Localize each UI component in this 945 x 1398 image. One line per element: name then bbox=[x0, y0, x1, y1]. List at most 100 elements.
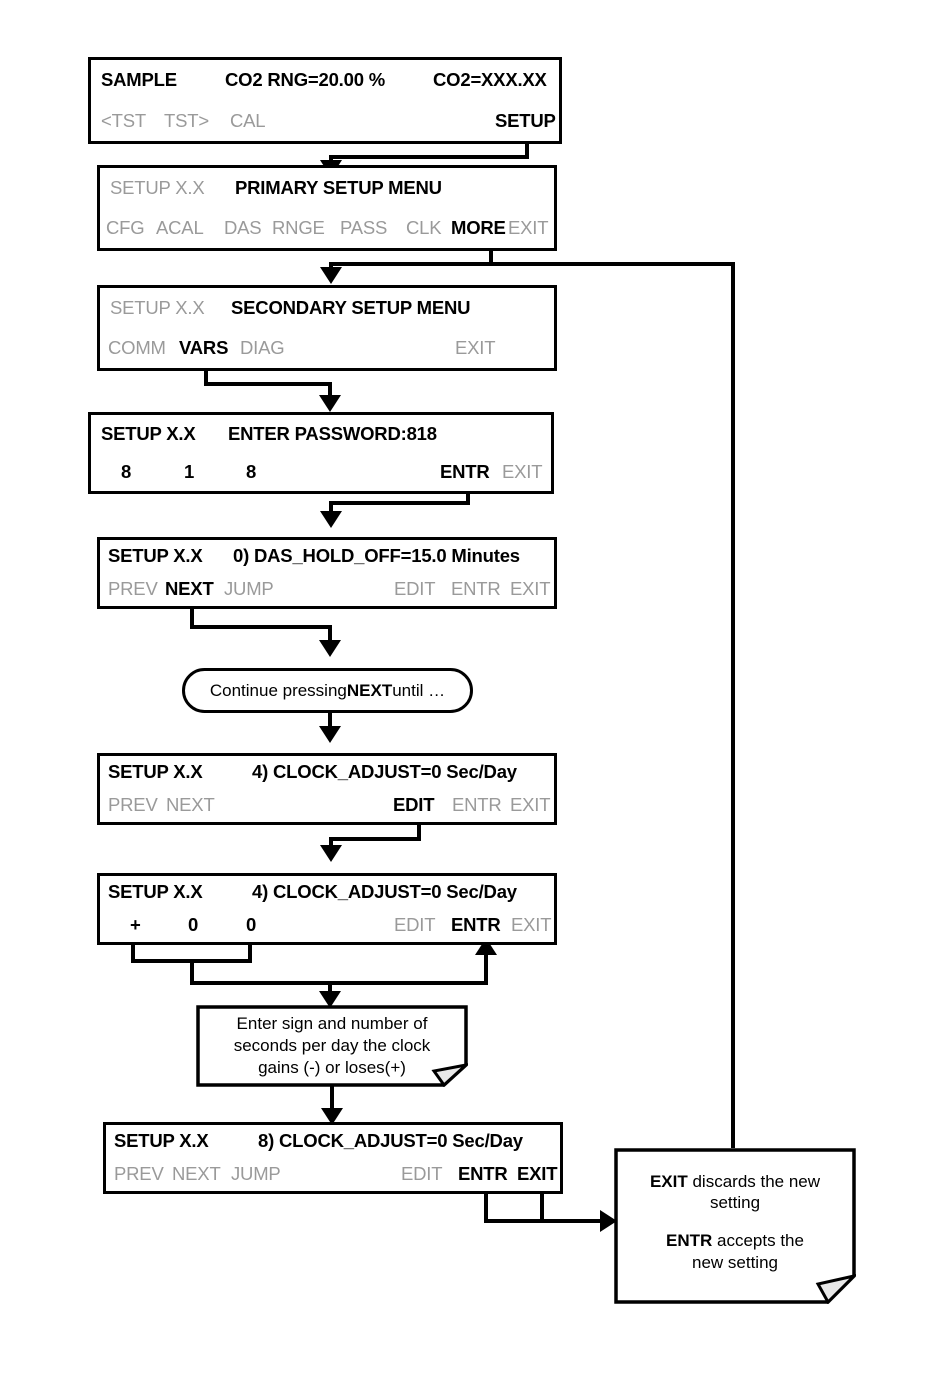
button-das-edit[interactable]: EDIT bbox=[394, 578, 436, 600]
panel-das-bottom-row: PREV NEXT JUMP EDIT ENTR EXIT bbox=[100, 573, 554, 606]
button-more[interactable]: MORE bbox=[451, 216, 506, 238]
password-digit-1[interactable]: 8 bbox=[121, 460, 132, 482]
exit-entr-note-text: EXIT discards the new setting ENTR accep… bbox=[614, 1148, 856, 1304]
sample-range: CO2 RNG=20.00 % bbox=[225, 69, 385, 90]
connector-setup-horizontal bbox=[329, 155, 529, 159]
connector-password-horizontal bbox=[329, 501, 470, 505]
arrow-into-password bbox=[319, 395, 341, 412]
panel-clock-saved-top-row: SETUP X.X 8) CLOCK_ADJUST=0 Sec/Day bbox=[106, 1125, 560, 1158]
button-clock-edit-entr[interactable]: ENTR bbox=[451, 914, 501, 936]
panel-sample-display[interactable]: SAMPLE CO2 RNG=20.00 % CO2=XXX.XX <TST T… bbox=[88, 57, 562, 144]
button-clock-saved-edit[interactable]: EDIT bbox=[401, 1163, 443, 1185]
exit-note-key-exit: EXIT bbox=[649, 1171, 688, 1191]
panel-clock-edit-bottom-row: + 0 0 EDIT ENTR EXIT bbox=[100, 909, 554, 942]
password-label: SETUP X.X bbox=[101, 422, 196, 444]
button-das-prev[interactable]: PREV bbox=[108, 578, 158, 600]
panel-clock-adjust-edit[interactable]: SETUP X.X 4) CLOCK_ADJUST=0 Sec/Day + 0 … bbox=[97, 873, 557, 945]
panel-secondary-bottom-row: COMM VARS DIAG EXIT bbox=[100, 328, 554, 368]
arrow-into-clock-adjust-view bbox=[319, 726, 341, 743]
button-clock-edit-edit[interactable]: EDIT bbox=[394, 914, 436, 936]
button-das-entr[interactable]: ENTR bbox=[451, 578, 501, 600]
enter-sign-line-1: Enter sign and number of bbox=[236, 1014, 428, 1034]
panel-primary-setup-menu[interactable]: SETUP X.X PRIMARY SETUP MENU CFG ACAL DA… bbox=[97, 165, 557, 251]
button-password-exit[interactable]: EXIT bbox=[502, 460, 543, 482]
button-clock-view-entr[interactable]: ENTR bbox=[452, 794, 502, 816]
clock-edit-label: SETUP X.X bbox=[108, 881, 203, 903]
callout-enter-sign-note: Enter sign and number of seconds per day… bbox=[196, 1005, 468, 1087]
button-vars[interactable]: VARS bbox=[179, 336, 229, 358]
enter-sign-note-text: Enter sign and number of seconds per day… bbox=[196, 1005, 468, 1087]
button-tst-next[interactable]: TST> bbox=[164, 109, 209, 131]
button-pass[interactable]: PASS bbox=[340, 216, 388, 238]
panel-clock-edit-top-row: SETUP X.X 4) CLOCK_ADJUST=0 Sec/Day bbox=[100, 876, 554, 909]
clock-edit-sign[interactable]: + bbox=[130, 914, 141, 936]
exit-note-line-2: setting bbox=[709, 1193, 761, 1213]
arrow-into-clock-adjust-edit bbox=[320, 845, 342, 862]
button-diag[interactable]: DIAG bbox=[240, 336, 285, 358]
button-cal[interactable]: CAL bbox=[230, 109, 266, 131]
connector-saved-merge-horizontal bbox=[484, 1219, 606, 1223]
button-clock-edit-exit[interactable]: EXIT bbox=[511, 914, 552, 936]
button-acal[interactable]: ACAL bbox=[156, 216, 204, 238]
connector-next-vertical-stub bbox=[190, 607, 194, 629]
connector-vars-vertical-stub bbox=[204, 366, 208, 386]
button-clk[interactable]: CLK bbox=[406, 216, 442, 238]
connector-password-down bbox=[329, 501, 333, 517]
button-clock-view-prev[interactable]: PREV bbox=[108, 794, 158, 816]
button-rnge[interactable]: RNGE bbox=[272, 216, 325, 238]
clock-edit-digit-2[interactable]: 0 bbox=[246, 914, 257, 936]
clock-view-title: 4) CLOCK_ADJUST=0 Sec/Day bbox=[252, 761, 517, 783]
panel-secondary-setup-menu[interactable]: SETUP X.X SECONDARY SETUP MENU COMM VARS… bbox=[97, 285, 557, 371]
button-clock-saved-prev[interactable]: PREV bbox=[114, 1163, 164, 1185]
button-primary-exit[interactable]: EXIT bbox=[508, 216, 549, 238]
button-setup[interactable]: SETUP bbox=[495, 109, 556, 131]
panel-primary-bottom-row: CFG ACAL DAS RNGE PASS CLK MORE EXIT bbox=[100, 208, 554, 248]
panel-clock-saved-bottom-row: PREV NEXT JUMP EDIT ENTR EXIT bbox=[106, 1158, 560, 1191]
panel-sample-bottom-row: <TST TST> CAL SETUP bbox=[91, 101, 559, 142]
panel-enter-password[interactable]: SETUP X.X ENTER PASSWORD:818 8 1 8 ENTR … bbox=[88, 412, 554, 494]
button-password-entr[interactable]: ENTR bbox=[440, 460, 490, 482]
panel-clock-adjust-view[interactable]: SETUP X.X 4) CLOCK_ADJUST=0 Sec/Day PREV… bbox=[97, 753, 557, 825]
connector-digit-bracket-left bbox=[131, 941, 135, 963]
button-clock-saved-jump[interactable]: JUMP bbox=[231, 1163, 281, 1185]
clock-saved-label: SETUP X.X bbox=[114, 1130, 209, 1152]
connector-note-down bbox=[330, 1085, 334, 1113]
arrow-into-clock-adjust-saved bbox=[321, 1108, 343, 1125]
button-secondary-exit[interactable]: EXIT bbox=[455, 336, 496, 358]
button-clock-saved-exit[interactable]: EXIT bbox=[517, 1163, 558, 1185]
button-tst-prev[interactable]: <TST bbox=[101, 109, 146, 131]
connector-next-down bbox=[328, 625, 332, 645]
button-das[interactable]: DAS bbox=[224, 216, 262, 238]
panel-clock-view-top-row: SETUP X.X 4) CLOCK_ADJUST=0 Sec/Day bbox=[100, 756, 554, 789]
clock-edit-digit-1[interactable]: 0 bbox=[188, 914, 199, 936]
button-comm[interactable]: COMM bbox=[108, 336, 166, 358]
das-title: 0) DAS_HOLD_OFF=15.0 Minutes bbox=[233, 545, 520, 567]
connector-more-horizontal bbox=[329, 262, 735, 266]
note-shape-enter-sign bbox=[196, 1005, 468, 1087]
password-digit-2[interactable]: 1 bbox=[184, 460, 195, 482]
arrow-into-das-hold-off bbox=[320, 511, 342, 528]
button-clock-saved-entr[interactable]: ENTR bbox=[458, 1163, 508, 1185]
panel-clock-adjust-saved[interactable]: SETUP X.X 8) CLOCK_ADJUST=0 Sec/Day PREV… bbox=[103, 1122, 563, 1194]
panel-das-hold-off[interactable]: SETUP X.X 0) DAS_HOLD_OFF=15.0 Minutes P… bbox=[97, 537, 557, 609]
panel-das-top-row: SETUP X.X 0) DAS_HOLD_OFF=15.0 Minutes bbox=[100, 540, 554, 573]
clock-edit-title: 4) CLOCK_ADJUST=0 Sec/Day bbox=[252, 881, 517, 903]
button-das-exit[interactable]: EXIT bbox=[510, 578, 551, 600]
panel-secondary-top-row: SETUP X.X SECONDARY SETUP MENU bbox=[100, 288, 554, 328]
secondary-setup-label: SETUP X.X bbox=[110, 296, 205, 318]
connector-loop-up-vertical bbox=[484, 955, 488, 985]
panel-clock-view-bottom-row: PREV NEXT EDIT ENTR EXIT bbox=[100, 789, 554, 822]
connector-saved-exit-vertical bbox=[540, 1189, 544, 1223]
connector-digit-bracket-right bbox=[248, 941, 252, 963]
button-clock-view-exit[interactable]: EXIT bbox=[510, 794, 551, 816]
button-cfg[interactable]: CFG bbox=[106, 216, 145, 238]
button-das-jump[interactable]: JUMP bbox=[224, 578, 274, 600]
button-das-next[interactable]: NEXT bbox=[165, 578, 214, 600]
button-clock-saved-next[interactable]: NEXT bbox=[172, 1163, 221, 1185]
exit-note-line-1: EXIT discards the new bbox=[650, 1171, 820, 1193]
button-clock-view-next[interactable]: NEXT bbox=[166, 794, 215, 816]
password-digit-3[interactable]: 8 bbox=[246, 460, 257, 482]
button-clock-view-edit[interactable]: EDIT bbox=[393, 794, 435, 816]
panel-sample-top-row: SAMPLE CO2 RNG=20.00 % CO2=XXX.XX bbox=[91, 60, 559, 101]
connector-more-vertical-stub bbox=[489, 250, 493, 266]
